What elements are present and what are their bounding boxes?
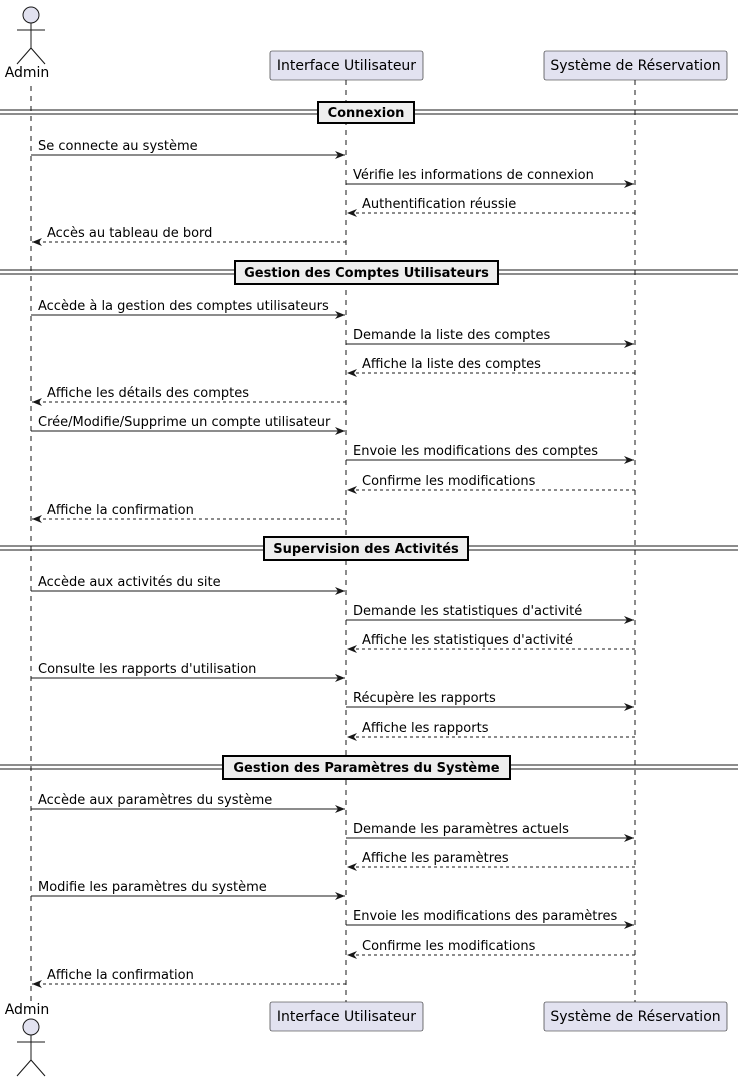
divider-gestion-des-parametres-du-systeme: Gestion des Paramètres du Système xyxy=(0,755,738,780)
divider-supervision-des-activites: Supervision des Activités xyxy=(0,536,738,561)
message: Affiche la liste des comptes xyxy=(347,357,635,377)
actor-admin-bottom: Admin xyxy=(5,1002,50,1077)
message-label: Affiche la confirmation xyxy=(47,503,194,518)
message-label: Se connecte au système xyxy=(38,139,198,154)
message-label: Crée/Modifie/Supprime un compte utilisat… xyxy=(38,415,331,430)
message: Envoie les modifications des comptes xyxy=(346,444,634,464)
message-label: Affiche les rapports xyxy=(362,721,489,736)
message: Affiche les rapports xyxy=(347,721,635,741)
message: Accède aux activités du site xyxy=(31,575,345,595)
message-label: Affiche les paramètres xyxy=(362,851,509,866)
participant-label: Interface Utilisateur xyxy=(277,1009,416,1025)
message-label: Affiche la confirmation xyxy=(47,968,194,983)
message-label: Affiche la liste des comptes xyxy=(362,357,541,372)
message-label: Accède à la gestion des comptes utilisat… xyxy=(38,299,329,314)
message: Affiche les paramètres xyxy=(347,851,635,871)
participant-label: Système de Réservation xyxy=(550,58,720,74)
message-label: Demande les paramètres actuels xyxy=(353,822,569,837)
message-label: Confirme les modifications xyxy=(362,939,536,954)
divider-gestion-des-comptes-utilisateurs: Gestion des Comptes Utilisateurs xyxy=(0,260,738,285)
message: Accède à la gestion des comptes utilisat… xyxy=(31,299,345,319)
message-label: Vérifie les informations de connexion xyxy=(353,168,594,183)
message-label: Envoie les modifications des paramètres xyxy=(353,909,617,924)
message-label: Modifie les paramètres du système xyxy=(38,880,267,895)
message: Affiche la confirmation xyxy=(32,968,346,988)
participant-systeme-de-reservation-top: Système de Réservation xyxy=(543,50,728,81)
participant-label: Interface Utilisateur xyxy=(277,58,416,74)
message: Demande les paramètres actuels xyxy=(346,822,634,842)
divider-connexion: Connexion xyxy=(0,101,738,124)
message-label: Affiche les statistiques d'activité xyxy=(362,633,573,648)
message-label: Demande les statistiques d'activité xyxy=(353,604,582,619)
participant-systeme-de-reservation-bottom: Système de Réservation xyxy=(543,1001,728,1032)
divider-label: Gestion des Paramètres du Système xyxy=(233,761,499,776)
participant-interface-utilisateur-top: Interface Utilisateur xyxy=(269,50,424,81)
divider-label: Gestion des Comptes Utilisateurs xyxy=(244,266,489,281)
message: Affiche la confirmation xyxy=(32,503,346,523)
message: Demande les statistiques d'activité xyxy=(346,604,634,624)
message-label: Récupère les rapports xyxy=(353,691,496,706)
message-label: Accès au tableau de bord xyxy=(47,226,212,241)
actor-label: Admin xyxy=(5,65,50,81)
message-label: Confirme les modifications xyxy=(362,474,536,489)
message: Modifie les paramètres du système xyxy=(31,880,345,900)
message: Accède aux paramètres du système xyxy=(31,793,345,813)
message: Authentification réussie xyxy=(347,197,635,217)
message-label: Consulte les rapports d'utilisation xyxy=(38,662,256,677)
message-label: Affiche les détails des comptes xyxy=(47,386,249,401)
participant-label: Système de Réservation xyxy=(550,1009,720,1025)
message-label: Envoie les modifications des comptes xyxy=(353,444,598,459)
message: Récupère les rapports xyxy=(346,691,634,711)
message: Confirme les modifications xyxy=(347,939,635,959)
message-label: Accède aux paramètres du système xyxy=(38,793,272,808)
participant-interface-utilisateur-bottom: Interface Utilisateur xyxy=(269,1001,424,1032)
message-label: Accède aux activités du site xyxy=(38,575,221,590)
message: Affiche les détails des comptes xyxy=(32,386,346,406)
message: Affiche les statistiques d'activité xyxy=(347,633,635,653)
message: Vérifie les informations de connexion xyxy=(346,168,634,188)
message: Accès au tableau de bord xyxy=(32,226,346,246)
divider-label: Supervision des Activités xyxy=(273,542,459,557)
actor-figure-icon xyxy=(16,1018,46,1077)
divider-label: Connexion xyxy=(328,106,405,121)
message: Confirme les modifications xyxy=(347,474,635,494)
message-label: Authentification réussie xyxy=(362,197,516,212)
message: Demande la liste des comptes xyxy=(346,328,634,348)
actor-figure-icon xyxy=(16,6,46,65)
message: Crée/Modifie/Supprime un compte utilisat… xyxy=(31,415,345,435)
actor-label: Admin xyxy=(5,1002,50,1018)
actor-admin-top: Admin xyxy=(5,6,50,81)
message: Envoie les modifications des paramètres xyxy=(346,909,634,929)
message-label: Demande la liste des comptes xyxy=(353,328,550,343)
message: Se connecte au système xyxy=(31,139,345,159)
message: Consulte les rapports d'utilisation xyxy=(31,662,345,682)
